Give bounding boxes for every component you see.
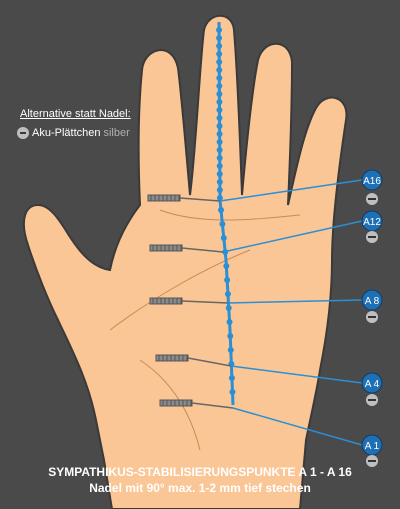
leader-lines: [219, 179, 363, 446]
palm-crease: [109, 249, 251, 331]
leader-line: [222, 220, 363, 253]
meridian-dot: [216, 75, 223, 81]
meridian-dot: [218, 207, 224, 213]
point-label: A 4: [365, 379, 380, 390]
meridian-dot: [216, 107, 223, 113]
point-label: A12: [363, 217, 381, 228]
leader-line: [219, 179, 363, 202]
point-marker-a1[interactable]: A 1: [361, 434, 383, 467]
meridian-dot: [216, 91, 223, 97]
meridian-dot: [224, 291, 231, 297]
point-marker-a16[interactable]: A16: [361, 169, 383, 205]
meridian-dot: [216, 147, 223, 153]
meridian-dot: [216, 179, 223, 185]
meridian-dot: [216, 83, 223, 89]
meridian-dot: [216, 187, 223, 193]
meridian-dot: [227, 347, 234, 353]
point-label: A 8: [365, 296, 380, 307]
meridian-dot: [228, 375, 235, 381]
point-marker-a12[interactable]: A12: [361, 210, 383, 243]
meridian-dot: [226, 319, 233, 325]
hand-palm: [22, 14, 348, 509]
needle: [159, 399, 234, 409]
meridian-dot: [229, 389, 236, 395]
meridian-dot: [220, 235, 227, 241]
point-label: A 1: [365, 441, 380, 452]
legend-title: Alternative statt Nadel:: [20, 108, 131, 120]
meridian-dot: [216, 123, 223, 129]
palm-crease: [159, 209, 301, 221]
meridian-dot: [216, 155, 223, 161]
meridian-dot: [216, 59, 223, 65]
meridian-dot: [216, 131, 223, 137]
leader-line: [232, 407, 363, 446]
meridian-dot: [216, 43, 223, 49]
meridian-dot: [216, 99, 223, 105]
meridian-dot: [216, 171, 223, 177]
meridian-dot: [224, 277, 231, 283]
leader-line: [230, 365, 363, 384]
needle: [147, 194, 221, 202]
leader-line: [227, 299, 363, 304]
meridian-dot: [223, 263, 230, 269]
meridian-dot: [216, 163, 223, 169]
minus-circle-icon: [17, 127, 29, 139]
needle: [155, 354, 232, 367]
point-label: A16: [363, 176, 381, 187]
legend-item: Aku-Plättchen silber: [17, 127, 130, 139]
meridian-dot: [216, 51, 223, 57]
meridian-dot: [216, 115, 223, 121]
palm-crease: [139, 359, 201, 451]
meridian-dot: [216, 139, 223, 145]
meridian-dot: [227, 333, 234, 339]
legend-item-color: silber: [103, 127, 130, 139]
meridian-dot: [216, 195, 223, 201]
point-marker-a8[interactable]: A 8: [361, 289, 383, 323]
needle: [149, 297, 229, 305]
point-marker-a4[interactable]: A 4: [361, 372, 383, 406]
meridian-dot: [216, 35, 223, 41]
needle: [149, 244, 224, 253]
legend-item-label: Aku-Plättchen: [32, 127, 101, 139]
caption-subtitle: Nadel mit 90° max. 1-2 mm tief stechen: [89, 481, 311, 495]
meridian-dot: [219, 221, 226, 227]
meridian-dot: [216, 67, 223, 73]
meridian-dot: [216, 27, 223, 33]
caption-title: SYMPATHIKUS-STABILISIERUNGSPUNKTE A 1 - …: [48, 465, 352, 479]
needles: [147, 194, 234, 409]
meridian-dot: [225, 305, 232, 311]
